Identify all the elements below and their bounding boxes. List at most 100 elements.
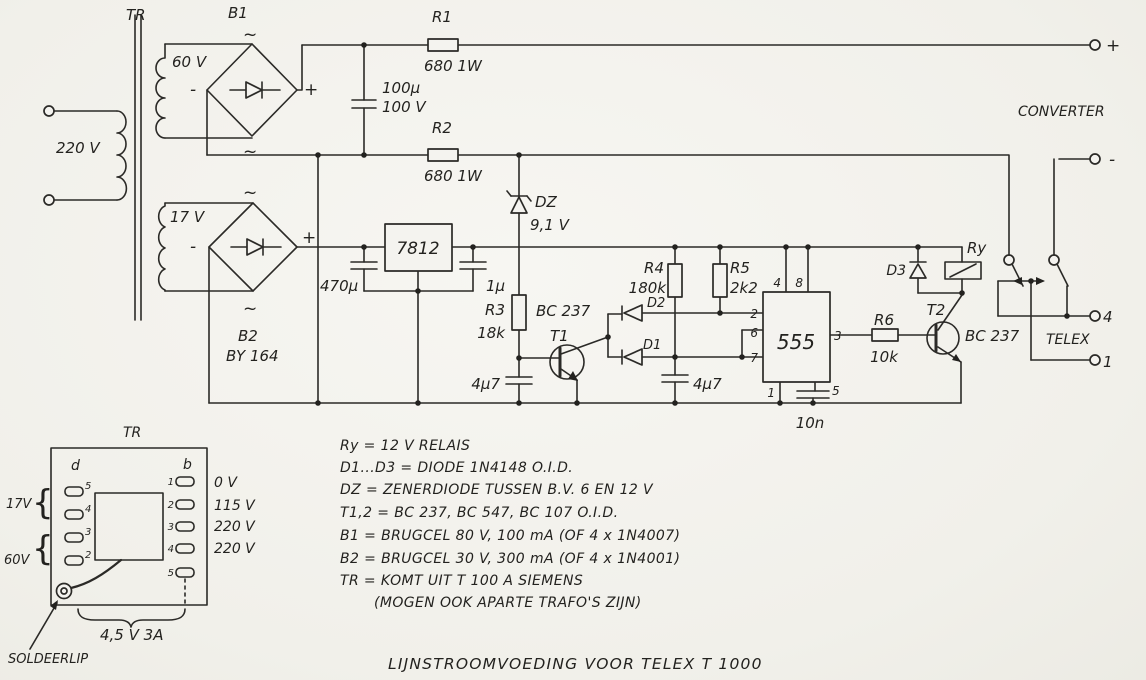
trd-volt-115: 115 V (214, 498, 256, 514)
primary-coil (116, 110, 128, 201)
pin7: 7 (750, 351, 758, 365)
t1-label: T1 (550, 327, 569, 345)
b2-ac-top: ~ (243, 183, 257, 203)
r3-label: R3 (485, 301, 505, 319)
b1-label: B1 (228, 4, 248, 22)
r6-label: R6 (874, 311, 894, 329)
tap-brace (77, 608, 186, 628)
b1-minus: - (190, 80, 196, 100)
t2-type: BC 237 (965, 327, 1020, 345)
dz-label: DZ (535, 193, 558, 211)
coil-17v (157, 202, 166, 292)
sec17-voltage: 17 V (170, 208, 206, 226)
b1-ac-bottom: ~ (243, 142, 257, 162)
r5-label: R5 (730, 259, 750, 277)
trd-label: TR (123, 425, 141, 441)
r1-label: R1 (432, 8, 452, 26)
c10n-label: 10n (796, 414, 825, 432)
trd-lpin-5: 5 (85, 481, 91, 492)
d3-label: D3 (886, 263, 906, 279)
trd-lpin-4: 4 (85, 504, 91, 515)
heater-tap-label: 4,5 V 3A (100, 626, 163, 644)
pin5: 5 (832, 384, 840, 398)
telex-terminal-1 (1089, 354, 1101, 366)
junction-dots (50, 42, 1070, 610)
trd-volt-220a: 220 V (214, 519, 256, 535)
r4-label: R4 (644, 259, 664, 277)
note-d1d3: D1...D3 = DIODE 1N4148 O.I.D. (340, 460, 573, 476)
c470-label: 470µ (320, 277, 358, 295)
c-smooth-voltage: 100 V (382, 98, 427, 116)
resistor-r5 (712, 263, 728, 298)
diode-d1 (623, 348, 643, 366)
transistor-t2 (926, 321, 960, 355)
primary-voltage: 220 V (56, 139, 101, 157)
c-smooth-label: 100µ (382, 79, 420, 97)
regulator-label: 7812 (396, 239, 439, 259)
coil-60v (155, 43, 166, 139)
primary-terminal-bottom (43, 194, 55, 206)
tr-detail-box (50, 447, 208, 606)
relay-coil (944, 261, 982, 280)
r6-value: 10k (870, 348, 899, 366)
relay-contact-right (1048, 254, 1060, 266)
contact-arrow-left (1013, 277, 1022, 285)
trd-lpin-3: 3 (85, 527, 91, 538)
sec60-voltage: 60 V (172, 53, 208, 71)
trd-lpin-2: 2 (85, 550, 91, 561)
trd-rpin-3: 3 (168, 522, 174, 533)
b2-plus: + (302, 228, 316, 248)
telex-4-label: 4 (1103, 308, 1113, 326)
solder-lug-arrow (29, 602, 58, 650)
r2-label: R2 (432, 119, 452, 137)
trd-col-d: d (71, 458, 80, 474)
telex-terminal-4 (1089, 310, 1101, 322)
lug-arrowhead (50, 600, 58, 610)
solder-lug-wire (69, 558, 123, 590)
d1-label: D1 (643, 338, 661, 353)
note-t12: T1,2 = BC 237, BC 547, BC 107 O.I.D. (340, 505, 618, 521)
converter-label: CONVERTER (1018, 104, 1105, 120)
converter-minus-sign: - (1109, 150, 1115, 170)
bridge-b1 (206, 43, 298, 137)
t1-type: BC 237 (536, 302, 591, 320)
tr-label: TR (126, 6, 146, 24)
pin6: 6 (750, 326, 758, 340)
trd-60v: 60V (4, 553, 31, 568)
pin8: 8 (795, 276, 803, 290)
note-tr: TR = KOMT UIT T 100 A SIEMENS (340, 573, 583, 589)
contact-arrow-right (1036, 277, 1045, 285)
pin2: 2 (750, 307, 758, 321)
c1u-label: 1µ (486, 277, 505, 295)
trd-brace-17: { (32, 483, 54, 523)
c4u7-left-label: 4µ7 (471, 375, 500, 393)
trd-rpin-4: 4 (168, 544, 174, 555)
pin4: 4 (773, 276, 781, 290)
r4-value: 180k (629, 279, 668, 297)
converter-plus-terminal (1089, 39, 1101, 51)
tr-detail-core (94, 492, 164, 561)
telex-1-label: 1 (1103, 353, 1113, 371)
b1-ac-top: ~ (243, 25, 257, 45)
b2-type: BY 164 (226, 347, 279, 365)
resistor-r4 (667, 263, 683, 298)
t2-label: T2 (927, 301, 946, 319)
converter-minus-terminal (1089, 153, 1101, 165)
t1-emitter-arrow (568, 371, 578, 381)
r1-value: 680 1W (424, 57, 483, 75)
r2-value: 680 1W (424, 167, 483, 185)
pin3: 3 (834, 329, 842, 343)
trd-rpin-2: 2 (168, 500, 174, 511)
trd-col-b: b (183, 457, 192, 473)
primary-terminal-top (43, 105, 55, 117)
relay-contact-left (1003, 254, 1015, 266)
b1-diode (245, 81, 263, 99)
trd-rpin-5: 5 (168, 568, 174, 579)
soldeerlip-label: SOLDEERLIP (8, 652, 88, 667)
zener-dz (510, 196, 528, 214)
note-dz: DZ = ZENERDIODE TUSSEN B.V. 6 EN 12 V (340, 482, 654, 498)
note-ry: Ry = 12 V RELAIS (340, 438, 470, 454)
c4u7-right-label: 4µ7 (693, 375, 722, 393)
